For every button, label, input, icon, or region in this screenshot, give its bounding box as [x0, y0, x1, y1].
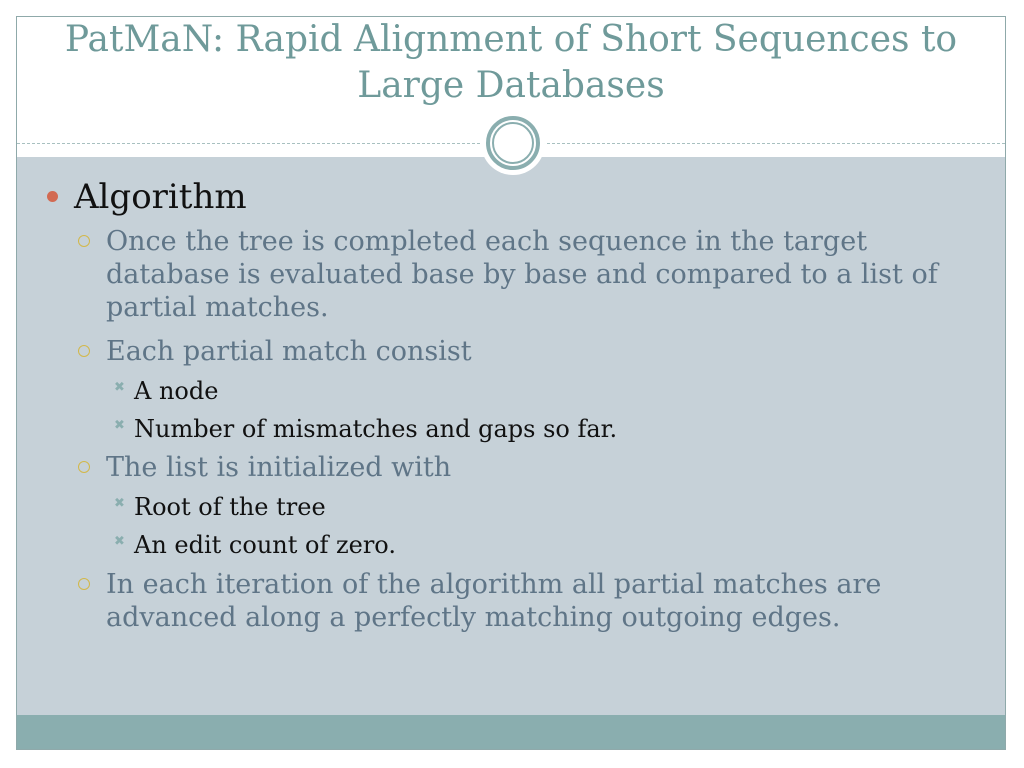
hollow-circle-icon: [78, 235, 90, 247]
footer-bar: [17, 715, 1005, 749]
slide: PatMaN: Rapid Alignment of Short Sequenc…: [16, 16, 1006, 750]
decorative-inner-circle-icon: [492, 122, 534, 164]
hollow-circle-icon: [78, 461, 90, 473]
content-area: [17, 157, 1005, 716]
hollow-circle-icon: [78, 345, 90, 357]
cross-star-icon: ✖: [114, 380, 125, 395]
hollow-circle-icon: [78, 578, 90, 590]
sub-bullet-text: Once the tree is completed each sequence…: [106, 226, 938, 323]
bullet-heading: Algorithm: [74, 177, 247, 217]
sub-sub-bullet-text: A node: [134, 377, 219, 405]
cross-star-icon: ✖: [114, 418, 125, 433]
sub-bullet-text: In each iteration of the algorithm all p…: [106, 569, 882, 633]
sub-bullet-text: Each partial match consist: [106, 336, 472, 367]
cross-star-icon: ✖: [114, 534, 125, 549]
cross-star-icon: ✖: [114, 496, 125, 511]
sub-sub-bullet-text: Number of mismatches and gaps so far.: [134, 415, 618, 443]
slide-title: PatMaN: Rapid Alignment of Short Sequenc…: [64, 19, 958, 106]
sub-bullet-text: The list is initialized with: [106, 452, 452, 483]
sub-sub-bullet-text: Root of the tree: [134, 493, 326, 521]
filled-circle-icon: [47, 191, 58, 202]
sub-sub-bullet-text: An edit count of zero.: [134, 531, 396, 559]
